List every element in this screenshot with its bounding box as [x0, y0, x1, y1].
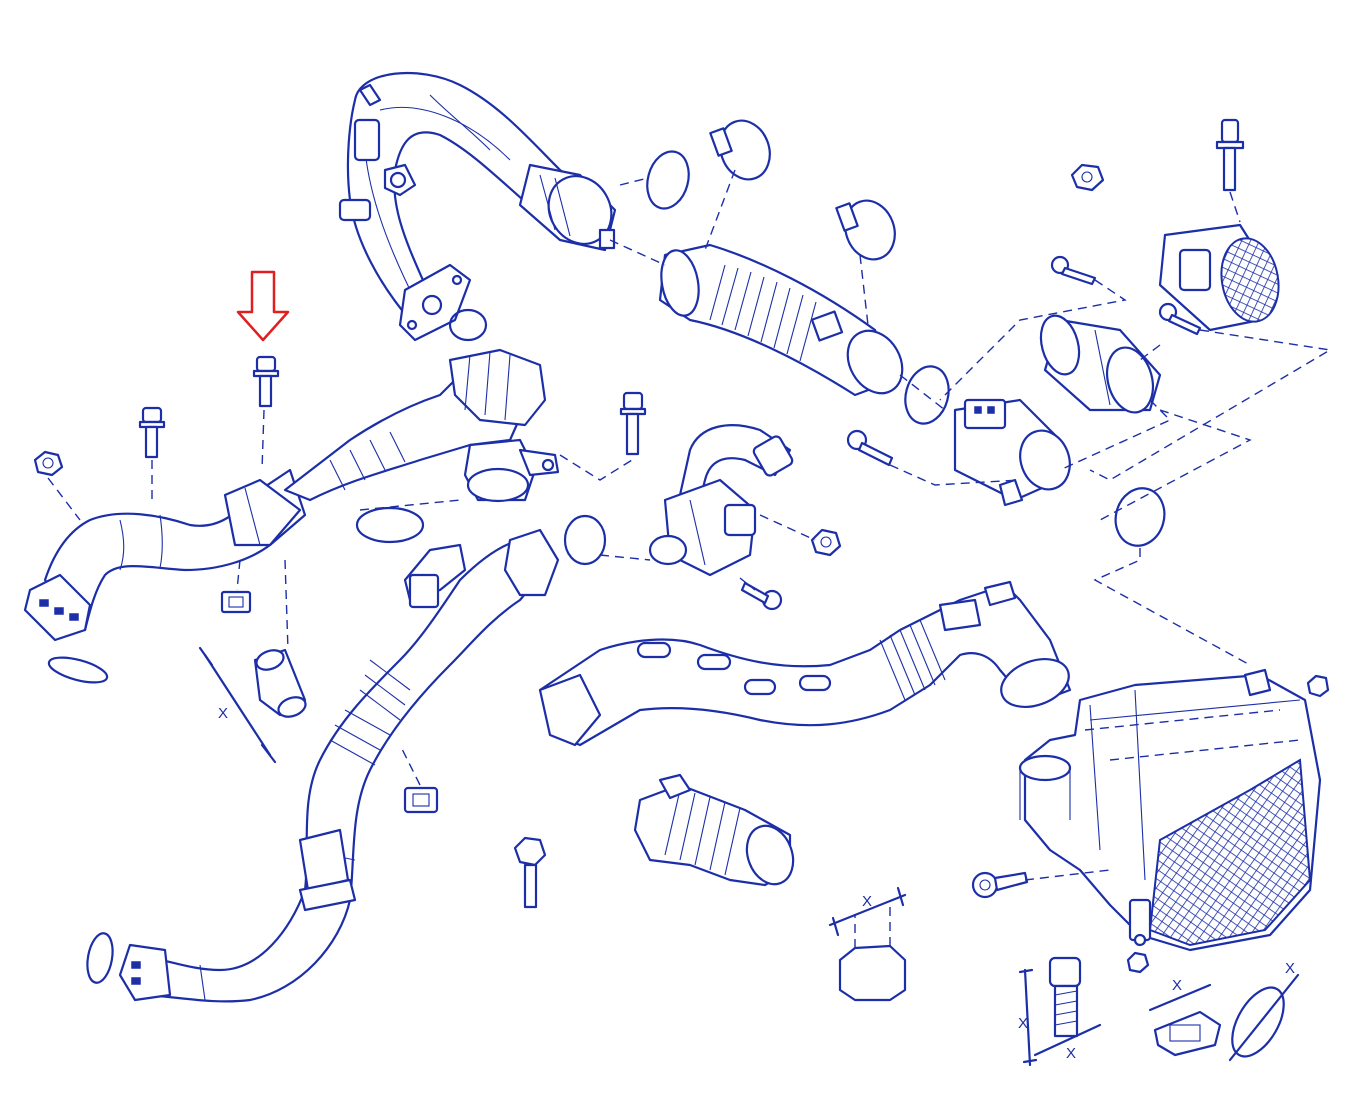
screw-sensor-1: [1050, 255, 1097, 286]
dimension-left: X: [198, 646, 277, 764]
air-mass-meter: [953, 398, 1071, 507]
screw-meter: [846, 429, 894, 467]
bolt-center: [619, 391, 647, 456]
assembly-lines-center: [359, 454, 651, 561]
egr-valve-body: [648, 478, 757, 577]
filter-screw: [971, 871, 1029, 899]
down-arrow-icon: [236, 270, 290, 342]
bolt-detail: X X: [1018, 956, 1102, 1067]
svg-text:X: X: [218, 705, 228, 722]
egr-valve-pipe: [678, 424, 794, 502]
middle-air-duct: [538, 580, 1072, 747]
upper-intake-pipe: [338, 71, 597, 322]
egr-nut: [810, 528, 842, 557]
coupling-sleeve: [253, 648, 307, 718]
nut-top: [1070, 163, 1105, 192]
svg-text:X: X: [1285, 960, 1295, 977]
oring-detail: X: [1228, 960, 1300, 1062]
left-charge-hose: [23, 468, 307, 642]
pipe-clamp-coupler: [518, 163, 617, 252]
throttle-body: [463, 438, 560, 503]
bolt-left-1: [33, 450, 64, 477]
pipe-flange: [398, 263, 472, 342]
egr-oring: [563, 514, 607, 566]
left-hose-clip: [220, 590, 252, 614]
bellows-elbow: [633, 773, 795, 887]
lower-hose-oring: [86, 932, 114, 984]
egr-screw: [740, 581, 783, 611]
assembly-lines-egr: [739, 514, 816, 591]
bolt-left-2: [138, 406, 166, 459]
lower-hose-clip: [403, 786, 439, 814]
assembly-lines-left: [47, 409, 289, 651]
clip-detail: X: [1148, 977, 1222, 1057]
bolt-top-right: [1215, 118, 1245, 192]
svg-text:X: X: [1172, 977, 1182, 994]
flange-gasket: [448, 308, 488, 342]
hose-clamp-mid: [835, 199, 896, 261]
hose-oring: [904, 365, 950, 425]
assembly-line-clip: [399, 744, 421, 786]
screw-sensor-2: [1158, 302, 1202, 336]
grommet-detail: X: [828, 886, 907, 1002]
svg-text:X: X: [1066, 1045, 1076, 1062]
throttle-gasket: [355, 506, 425, 544]
filter-plug: [1126, 951, 1150, 974]
air-filter-box: [1018, 668, 1322, 952]
meter-oring: [1114, 487, 1166, 547]
hose-clamp-upper: [709, 119, 771, 181]
assembly-lines-top: [609, 169, 1333, 666]
svg-text:X: X: [862, 893, 872, 910]
coupler-oring: [646, 150, 690, 210]
filter-nut-right: [1306, 674, 1330, 698]
mass-airflow-housing: [1158, 223, 1280, 332]
bolt-bottom-center: [513, 836, 547, 909]
corrugated-intake-hose: [658, 243, 904, 397]
left-hose-oring: [47, 656, 109, 684]
svg-text:X: X: [1018, 1015, 1028, 1032]
intake-sleeve: [1039, 314, 1162, 414]
lower-charge-hose: [118, 528, 560, 1003]
center-charge-pipe: [283, 348, 547, 502]
highlighted-bolt: [252, 355, 280, 408]
